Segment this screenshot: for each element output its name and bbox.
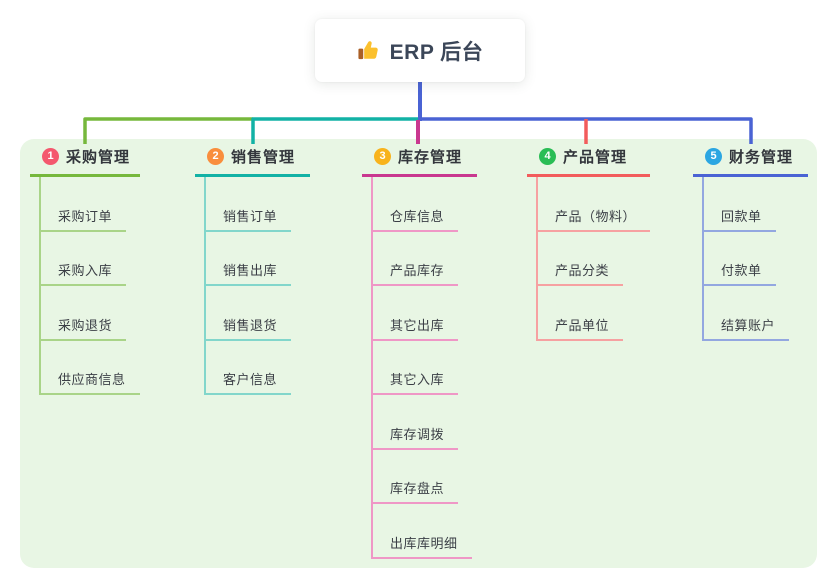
branch-number-badge: 3	[374, 148, 391, 165]
child-node[interactable]: 供应商信息	[41, 341, 140, 395]
branch-number-badge: 1	[42, 148, 59, 165]
child-node-label: 其它出库	[390, 317, 445, 333]
child-node-label: 结算账户	[721, 317, 776, 333]
child-node-label: 采购订单	[58, 208, 113, 224]
child-node[interactable]: 销售退货	[206, 286, 292, 341]
child-node[interactable]: 回款单	[704, 177, 776, 232]
child-node-label: 产品分类	[555, 263, 610, 279]
branch-node-4[interactable]: 4 产品管理	[527, 146, 650, 177]
child-node-label: 销售出库	[223, 263, 278, 279]
child-node[interactable]: 结算账户	[704, 286, 790, 341]
child-node-label: 付款单	[721, 263, 762, 279]
child-node[interactable]: 付款单	[704, 232, 776, 286]
child-node-label: 产品库存	[390, 263, 445, 279]
child-node[interactable]: 销售订单	[206, 177, 292, 232]
root-node[interactable]: ERP 后台	[315, 19, 525, 82]
branch-node-1[interactable]: 1 采购管理	[30, 146, 140, 177]
branch-node-label: 采购管理	[66, 149, 131, 166]
child-node-label: 回款单	[721, 208, 762, 224]
branch-node-3[interactable]: 3 库存管理	[362, 146, 477, 177]
child-node[interactable]: 产品分类	[538, 232, 624, 286]
child-node-label: 仓库信息	[390, 208, 445, 224]
child-node-label: 库存调拨	[390, 426, 445, 442]
branch-number-badge: 4	[539, 148, 556, 165]
branches-panel	[20, 139, 817, 568]
child-node-label: 采购退货	[58, 317, 113, 333]
child-node-label: 库存盘点	[390, 481, 445, 497]
child-node[interactable]: 库存调拨	[373, 395, 459, 450]
branch-children: 采购订单采购入库采购退货供应商信息	[39, 177, 140, 395]
child-node[interactable]: 其它出库	[373, 286, 459, 341]
child-node[interactable]: 采购订单	[41, 177, 127, 232]
child-node-label: 产品单位	[555, 317, 610, 333]
branch-children: 仓库信息产品库存其它出库其它入库库存调拨库存盘点出库库明细	[371, 177, 472, 559]
child-node[interactable]: 销售出库	[206, 232, 292, 286]
child-node-label: 采购入库	[58, 263, 113, 279]
branch-children: 回款单付款单结算账户	[702, 177, 790, 341]
branch-node-5[interactable]: 5 财务管理	[693, 146, 808, 177]
branch-children: 产品（物料） 产品分类产品单位	[536, 177, 651, 341]
child-node[interactable]: 产品库存	[373, 232, 459, 286]
child-node[interactable]: 其它入库	[373, 341, 459, 395]
thumbs-up-icon	[357, 39, 380, 62]
child-node[interactable]: 产品（物料）	[538, 177, 651, 232]
child-node-label: 客户信息	[223, 372, 278, 388]
branch-number-badge: 2	[207, 148, 224, 165]
child-node-label: 其它入库	[390, 372, 445, 388]
child-node[interactable]: 仓库信息	[373, 177, 459, 232]
child-node[interactable]: 库存盘点	[373, 450, 459, 504]
branch-number-badge: 5	[705, 148, 722, 165]
branch-node-label: 财务管理	[729, 149, 794, 166]
child-node[interactable]: 客户信息	[206, 341, 292, 395]
child-node-label: 销售退货	[223, 317, 278, 333]
child-node[interactable]: 采购退货	[41, 286, 127, 341]
child-node-label: 产品（物料）	[555, 208, 637, 224]
child-node-label: 供应商信息	[58, 372, 126, 388]
child-node-label: 销售订单	[223, 208, 278, 224]
branch-children: 销售订单销售出库销售退货客户信息	[204, 177, 292, 395]
child-node[interactable]: 产品单位	[538, 286, 624, 341]
branch-node-label: 产品管理	[563, 149, 628, 166]
branch-node-2[interactable]: 2 销售管理	[195, 146, 310, 177]
branch-node-label: 销售管理	[231, 149, 296, 166]
child-node-label: 出库库明细	[390, 535, 458, 551]
root-node-label: ERP 后台	[389, 40, 484, 64]
child-node[interactable]: 采购入库	[41, 232, 127, 286]
child-node[interactable]: 出库库明细	[373, 504, 472, 559]
branch-node-label: 库存管理	[398, 149, 463, 166]
